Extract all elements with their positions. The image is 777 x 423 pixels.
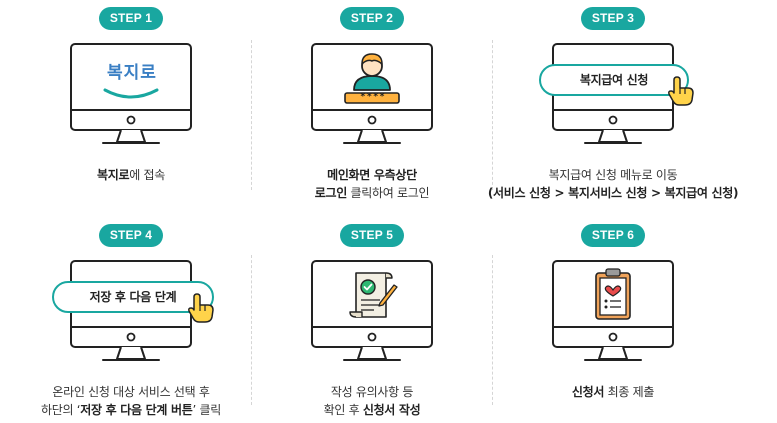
caption-text: 온라인 신청 대상 서비스 선택 후 [52,385,210,399]
caption-text: 확인 후 [323,403,363,417]
caption-text: 작성 유의사항 등 [330,385,414,399]
step-badge: STEP 3 [580,7,646,30]
step-3: STEP 3 복지급여 신청 메뉴로 이동 (서비스 신청 > 복지서비스 신청… [488,7,738,202]
step-6: STEP 6 신청서 최종 [493,224,733,401]
step-badge: STEP 5 [339,224,405,247]
welfare-logo-icon: 복지로 [107,63,157,83]
caption-text: 하단의 ‘ [41,403,81,417]
caption-bold: 로그인 [314,186,348,200]
caption-text: 에 접속 [129,168,165,182]
step-caption: 온라인 신청 대상 서비스 선택 후 하단의 ‘저장 후 다음 단계 버튼’ 클… [41,383,221,419]
monitor-icon [551,259,675,369]
caption-text: 최종 제출 [604,385,655,399]
step-badge: STEP 4 [98,224,164,247]
step-caption: 신청서 최종 제출 [571,383,655,401]
caption-bold: 복지로 [97,168,130,182]
step-1: STEP 1 복지로 복지로에 접속 [11,7,251,184]
pill-label: 복지급여 신청 [579,73,649,87]
step-badge: STEP 1 [98,7,164,30]
caption-bold: 신청서 작성 [362,403,421,417]
caption-bold: (서비스 신청 > 복지서비스 신청 > 복지급여 신청) [487,186,739,200]
caption-text: ’ 클릭 [192,403,221,417]
monitor-icon [310,259,434,369]
save-next-step-button[interactable]: 저장 후 다음 단계 [52,281,214,313]
pill-label: 저장 후 다음 단계 [89,290,177,304]
caption-text: 클릭하여 로그인 [347,186,430,200]
caption-bold: 메인화면 우측상단 [327,168,417,182]
pointer-hand-icon [668,76,694,106]
monitor-icon [551,42,675,152]
document-check-icon [349,272,398,318]
step-caption: 복지급여 신청 메뉴로 이동 (서비스 신청 > 복지서비스 신청 > 복지급여… [487,166,739,202]
clipboard-heart-icon [595,268,631,320]
user-login-icon [344,53,400,104]
step-2: STEP 2 **** 메인화면 우측상단 로그인 클릭하여 로그인 [252,7,492,202]
step-caption: 작성 유의사항 등 확인 후 신청서 작성 [324,383,421,419]
divider [492,255,493,405]
welfare-apply-button[interactable]: 복지급여 신청 [539,64,689,96]
step-caption: 메인화면 우측상단 로그인 클릭하여 로그인 [314,166,430,202]
divider [251,255,252,405]
monitor-icon [69,259,193,369]
pointer-hand-icon [188,293,214,323]
step-caption: 복지로에 접속 [97,166,165,184]
step-badge: STEP 2 [339,7,405,30]
caption-bold: 저장 후 다음 단계 버튼 [80,403,193,417]
monitor-icon: **** [310,42,434,152]
divider [492,40,493,190]
step-5: STEP 5 [252,224,492,419]
caption-text: 복지급여 신청 메뉴로 이동 [548,168,678,182]
monitor-icon: 복지로 [69,42,193,152]
step-badge: STEP 6 [580,224,646,247]
password-mask: **** [360,92,386,102]
caption-bold: 신청서 [571,385,605,399]
divider [251,40,252,190]
